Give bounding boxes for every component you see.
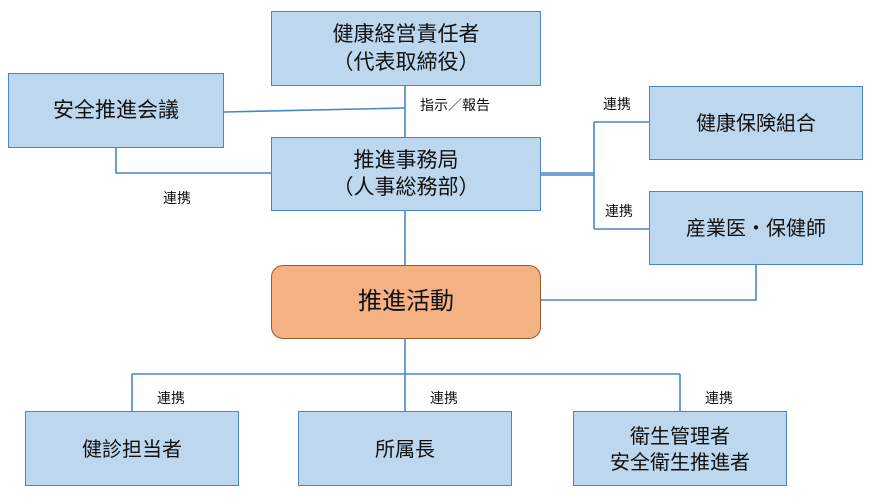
ceo-subtitle: （代表取締役） — [332, 49, 480, 74]
line-council-secretariat — [115, 148, 271, 174]
edge-label-link-insurance: 連携 — [603, 97, 631, 113]
activity-box: 推進活動 — [271, 265, 541, 339]
checkup-staff-label: 健診担当者 — [82, 436, 182, 461]
edge-label-instruction-report: 指示／報告 — [420, 98, 490, 114]
hygiene-subtitle: 安全衛生推進者 — [610, 449, 750, 474]
edge-label-link-dept: 連携 — [430, 391, 458, 407]
edge-label-link-checkup: 連携 — [157, 391, 185, 407]
safety-council-label: 安全推進会議 — [53, 97, 179, 122]
safety-council-box: 安全推進会議 — [8, 73, 224, 148]
ceo-title: 健康経営責任者 — [332, 22, 480, 47]
activity-label: 推進活動 — [358, 287, 454, 316]
edge-label-link-council: 連携 — [163, 191, 191, 207]
health-insurance-label: 健康保険組合 — [696, 111, 816, 135]
secretariat-box: 推進事務局 （人事総務部） — [271, 137, 541, 211]
doctor-nurse-label: 産業医・保健師 — [686, 216, 826, 240]
health-insurance-box: 健康保険組合 — [649, 86, 863, 160]
dept-head-box: 所属長 — [298, 411, 512, 486]
hygiene-title: 衛生管理者 — [630, 423, 730, 448]
ceo-box: 健康経営責任者 （代表取締役） — [271, 11, 541, 86]
secretariat-title: 推進事務局 — [353, 147, 459, 172]
line-council-link — [223, 107, 406, 113]
edge-label-link-hygiene: 連携 — [705, 391, 733, 407]
checkup-staff-box: 健診担当者 — [25, 411, 239, 486]
secretariat-subtitle: （人事総務部） — [332, 175, 480, 199]
hygiene-box: 衛生管理者 安全衛生推進者 — [573, 411, 787, 486]
edge-label-link-doctor: 連携 — [605, 204, 633, 220]
doctor-nurse-box: 産業医・保健師 — [649, 191, 863, 265]
line-activity-doctor — [540, 265, 757, 301]
dept-head-label: 所属長 — [375, 436, 435, 461]
